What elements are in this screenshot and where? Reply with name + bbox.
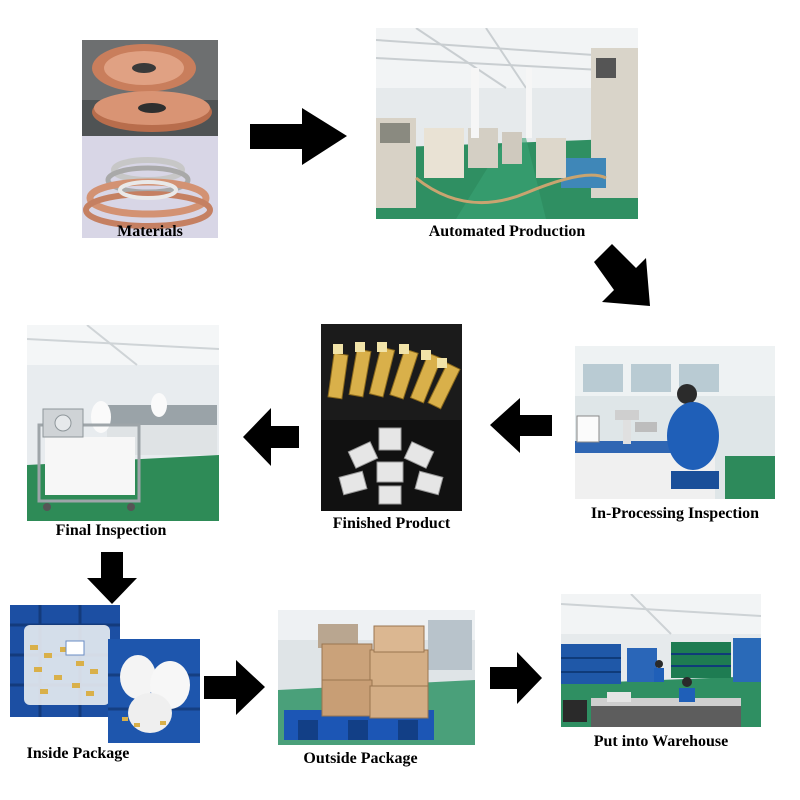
final-inspection-label: Final Inspection: [55, 522, 167, 539]
warehouse-photo: [561, 594, 761, 727]
inside-package-label: Inside Package: [26, 745, 130, 762]
arrow-right-icon: [490, 652, 542, 704]
outside-package-photo: [278, 610, 475, 745]
arrow-down-right-icon: [590, 240, 656, 310]
inside-package-photo: [10, 605, 200, 743]
outside-package-label: Outside Package: [303, 750, 418, 767]
arrow-down-icon: [87, 552, 137, 604]
automated-production-photo: [376, 28, 638, 219]
final-inspection-photo: [27, 325, 219, 521]
put-into-warehouse-label: Put into Warehouse: [593, 733, 729, 750]
arrow-left-icon: [243, 408, 299, 466]
finished-product-label: Finished Product: [332, 515, 451, 532]
arrow-left-icon: [490, 398, 552, 453]
materials-label: Materials: [117, 223, 183, 240]
in-processing-inspection-label: In-Processing Inspection: [590, 505, 760, 522]
arrow-right-icon: [204, 660, 265, 715]
arrow-right-icon: [250, 108, 347, 165]
automated-production-label: Automated Production: [428, 223, 586, 240]
in-processing-inspection-photo: [575, 346, 775, 499]
materials-photo: [82, 40, 218, 238]
finished-product-photo: [321, 324, 462, 511]
